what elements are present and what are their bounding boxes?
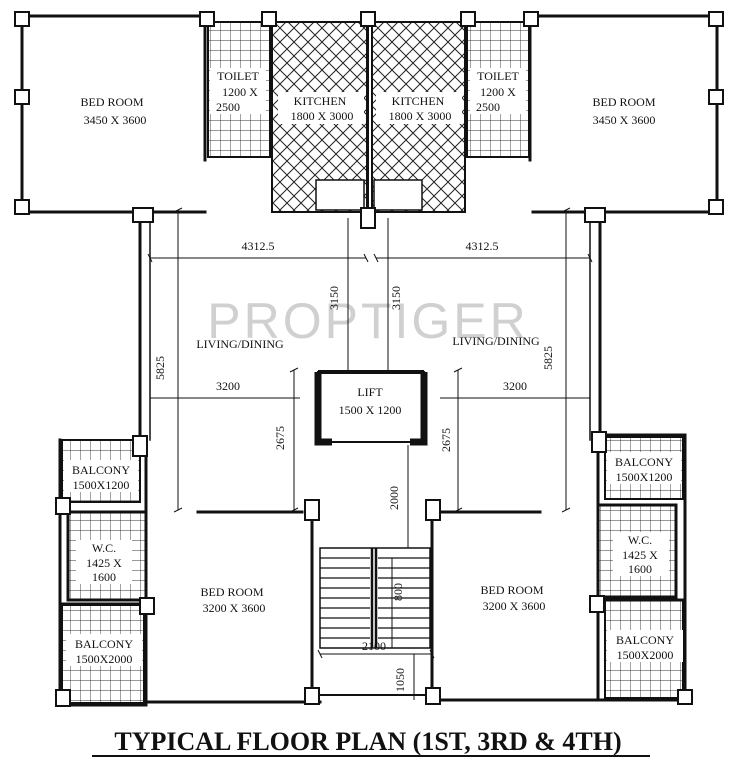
dim-lobby-depth-left: 2675 xyxy=(273,426,287,450)
balcony-left-lower-name: BALCONY xyxy=(75,637,133,651)
wc-left-size-a: 1425 X xyxy=(86,556,122,570)
balcony-right-lower-name: BALCONY xyxy=(616,633,674,647)
lift-size: 1500 X 1200 xyxy=(339,403,402,417)
bedroom-bottom-left-size: 3200 X 3600 xyxy=(203,601,266,615)
wc-left-name: W.C. xyxy=(92,541,116,555)
bedroom-bottom-right-name: BED ROOM xyxy=(480,583,543,597)
toilet-right-name: TOILET xyxy=(477,69,519,83)
kitchen-right-name: KITCHEN xyxy=(392,94,445,108)
kitchen-left-label-bg xyxy=(278,92,364,124)
lift-label: LIFT xyxy=(357,385,383,399)
watermark-text: PROPTIGER xyxy=(207,293,528,349)
dim-lobby-depth-right: 2675 xyxy=(439,428,453,452)
plan-title: TYPICAL FLOOR PLAN (1ST, 3RD & 4TH) xyxy=(114,727,621,756)
dim-height-left: 5825 xyxy=(153,356,167,380)
balcony-left-upper-label-bg xyxy=(64,460,138,492)
living-right-name: LIVING/DINING xyxy=(452,334,540,348)
bedroom-top-left-name: BED ROOM xyxy=(80,95,143,109)
kitchen-left-name: KITCHEN xyxy=(294,94,347,108)
toilet-left-label-bg xyxy=(210,68,266,114)
balcony-right-lower-label-bg xyxy=(607,630,683,662)
wc-right-size-a: 1425 X xyxy=(622,548,658,562)
dim-width-left: 4312.5 xyxy=(242,239,275,253)
dim-width-right: 4312.5 xyxy=(466,239,499,253)
dim-stair-width: 2100 xyxy=(362,639,386,653)
bedroom-top-right-name: BED ROOM xyxy=(592,95,655,109)
living-left-name: LIVING/DINING xyxy=(196,337,284,351)
dim-stair-landing: 2000 xyxy=(387,486,401,510)
bedroom-bottom-right-size: 3200 X 3600 xyxy=(483,599,546,613)
staircase xyxy=(319,547,431,649)
dim-kitchen-depth-right: 3150 xyxy=(389,286,403,310)
wc-right-name: W.C. xyxy=(628,533,652,547)
balcony-right-lower-size: 1500X2000 xyxy=(617,648,674,662)
dimension-lines xyxy=(147,207,593,700)
toilet-right-label-bg xyxy=(470,68,526,114)
kitchen-right-label-bg xyxy=(376,92,462,124)
toilet-left-name: TOILET xyxy=(217,69,259,83)
dim-lobby-left: 3200 xyxy=(216,379,240,393)
toilet-right-size-a: 1200 X xyxy=(480,85,516,99)
dim-height-right: 5825 xyxy=(541,346,555,370)
balcony-left-lower-size: 1500X2000 xyxy=(76,652,133,666)
bedroom-bottom-left-name: BED ROOM xyxy=(200,585,263,599)
dim-stair-bottom: 1050 xyxy=(393,668,407,692)
wc-left-size-b: 1600 xyxy=(92,570,116,584)
kitchen-right-counter xyxy=(373,179,423,211)
dim-lobby-right: 3200 xyxy=(503,379,527,393)
balcony-right-upper-size: 1500X1200 xyxy=(616,470,673,484)
toilet-right-size-b: 2500 xyxy=(476,100,500,114)
balcony-left-lower-label-bg xyxy=(66,634,142,666)
balcony-left-upper-name: BALCONY xyxy=(72,463,130,477)
kitchen-left-counter xyxy=(315,179,365,211)
balcony-left-upper-size: 1500X1200 xyxy=(73,478,130,492)
dim-kitchen-depth-left: 3150 xyxy=(327,286,341,310)
toilet-left-size-b: 2500 xyxy=(216,100,240,114)
kitchen-left-size: 1800 X 3000 xyxy=(291,109,354,123)
balcony-right-upper-name: BALCONY xyxy=(615,455,673,469)
structural-columns xyxy=(14,11,724,707)
wc-right-size-b: 1600 xyxy=(628,562,652,576)
lift-shaft xyxy=(314,370,428,446)
balcony-right-upper-label-bg xyxy=(607,452,681,484)
kitchen-right-size: 1800 X 3000 xyxy=(389,109,452,123)
toilet-left-size-a: 1200 X xyxy=(222,85,258,99)
wc-left-label-bg xyxy=(76,540,132,584)
bedroom-top-left-size: 3450 X 3600 xyxy=(84,113,147,127)
dim-stair-flight: 800 xyxy=(391,583,405,601)
bedroom-top-right-size: 3450 X 3600 xyxy=(593,113,656,127)
wc-right-label-bg xyxy=(613,532,669,576)
